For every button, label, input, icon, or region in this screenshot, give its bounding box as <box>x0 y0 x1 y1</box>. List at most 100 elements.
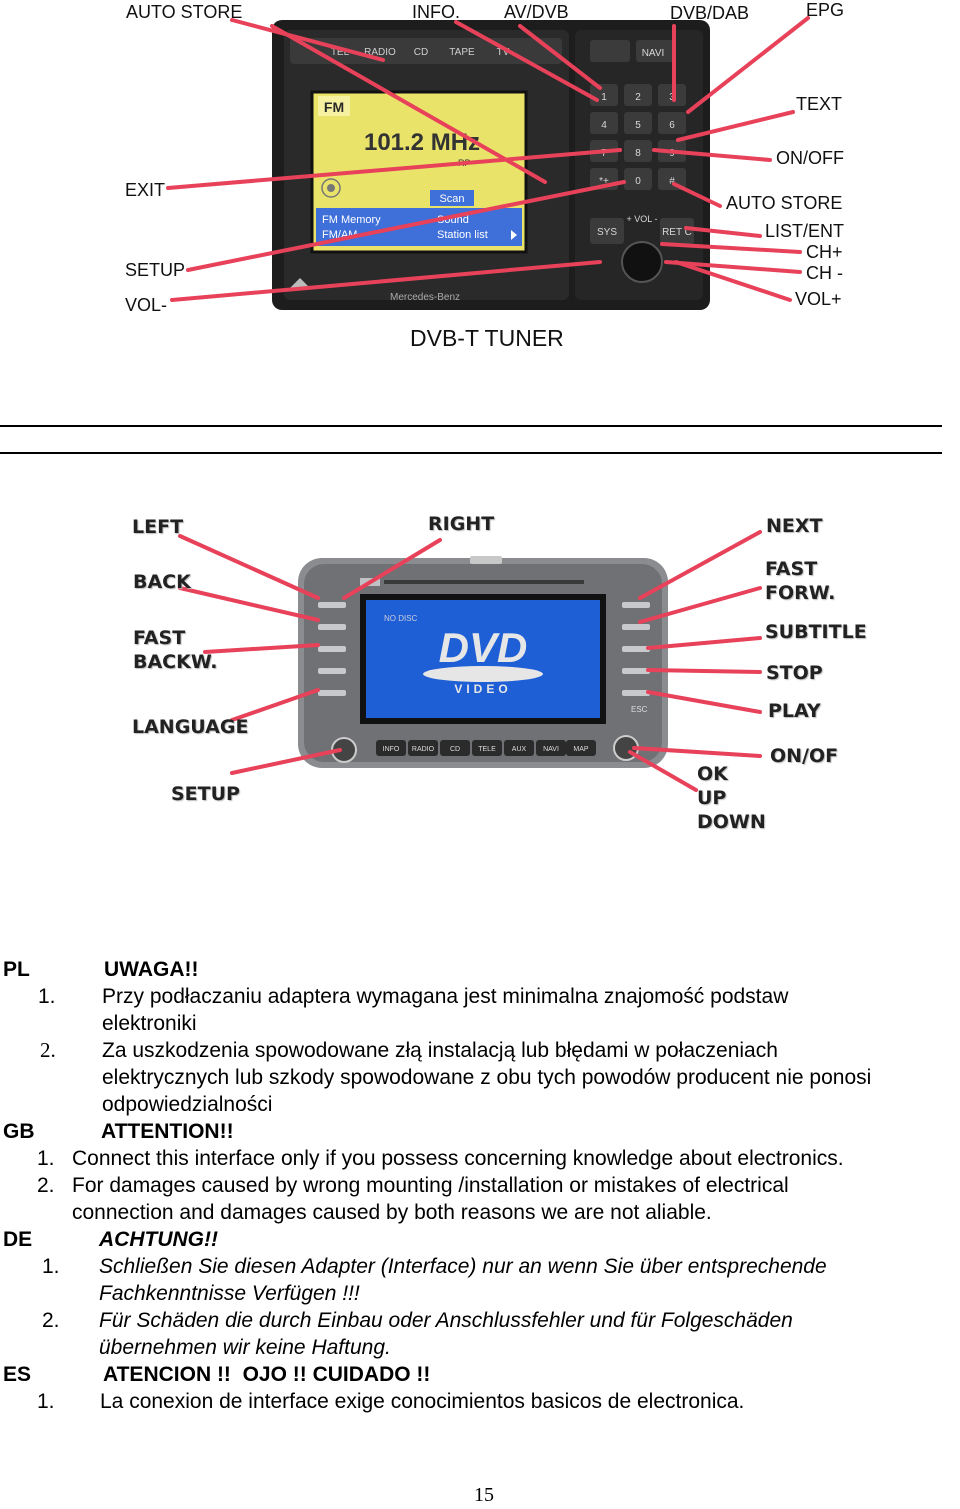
callout-av-dvb: AV/DVB <box>504 2 569 22</box>
side-key-label: SYS <box>597 227 617 238</box>
callout-language: LANGUAGE <box>132 716 249 738</box>
callout-vol-minus: VOL- <box>125 295 168 315</box>
screen-status: NO DISC <box>384 614 418 623</box>
warning-title-es: ATENCION !! OJO !! CUIDADO !! <box>103 1363 431 1386</box>
dvd-logo: DVD <box>439 624 528 671</box>
mercedes-head-unit-image: TEL RADIO CD TAPE TV FM 101.2 MHz RP Sca… <box>166 16 810 310</box>
keypad-key: *+ <box>599 176 609 187</box>
keypad-key: 2 <box>635 92 641 103</box>
callout-on-off: ON/OFF <box>776 148 844 168</box>
list-number: 1. <box>37 1147 55 1170</box>
keypad-key: 1 <box>601 92 607 103</box>
keypad-key: 5 <box>635 120 641 131</box>
callout-next: NEXT <box>766 515 823 537</box>
callout-stop: STOP <box>766 662 823 684</box>
list-number: 1. <box>38 985 56 1008</box>
callout-subtitle: SUBTITLE <box>765 621 867 643</box>
callout-fast-forward: FAST FORW. <box>765 558 836 604</box>
keypad-key: 0 <box>635 176 641 187</box>
warning-title-pl: UWAGA!! <box>104 958 199 981</box>
callout-back: BACK <box>133 571 191 593</box>
warning-title-de: ACHTUNG!! <box>99 1228 218 1251</box>
callout-list-ent: LIST/ENT <box>765 221 845 241</box>
keypad-key: # <box>669 176 675 187</box>
side-key-label: NAVI <box>642 48 665 59</box>
separator-line <box>0 452 942 454</box>
note-line: Für Schäden die durch Einbau oder Anschl… <box>99 1309 793 1332</box>
lang-code-pl: PL <box>3 958 30 981</box>
callout-on-of: ON/OF <box>770 745 839 767</box>
note-line: La conexion de interface exige conocimie… <box>100 1390 745 1413</box>
unit-button-label: TEL <box>331 47 350 58</box>
screen-band: FM <box>324 99 344 115</box>
esc-label: ESC <box>631 705 648 714</box>
screen-scan: Scan <box>439 193 464 205</box>
warning-title-gb: ATTENTION!! <box>101 1120 234 1143</box>
keypad-key: 7 <box>601 148 607 159</box>
note-line: Przy podłaczaniu adaptera wymagana jest … <box>102 985 789 1008</box>
bottom-button-label: NAVI <box>543 746 559 753</box>
unit-button-label: TAPE <box>449 47 475 58</box>
volume-knob <box>621 241 663 283</box>
callout-ch-plus: CH+ <box>806 242 843 262</box>
callout-text: TEXT <box>796 94 843 114</box>
note-line: Za uszkodzenia spowodowane złą instalacj… <box>102 1039 778 1062</box>
callout-ch-minus: CH - <box>806 263 843 283</box>
screen-menu-item: FM Memory <box>322 214 381 226</box>
note-line: connection and damages caused by both re… <box>72 1201 712 1224</box>
vw-head-unit-image: ESC NO DISC DVD VIDEO INFO RADIO CD TELE… <box>178 530 762 792</box>
note-line: Fachkenntnisse Verfügen !!! <box>99 1282 360 1305</box>
page-number: 15 <box>474 1484 494 1506</box>
keypad-key: 8 <box>635 148 641 159</box>
callout-arrows <box>166 16 810 302</box>
unit-brand: Mercedes-Benz <box>390 292 460 303</box>
lang-code-de: DE <box>3 1228 33 1251</box>
callout-auto-store-right: AUTO STORE <box>726 193 843 213</box>
unit-button-label: TV <box>497 47 510 58</box>
callout-setup: SETUP <box>171 783 240 805</box>
list-number: 2. <box>37 1174 55 1197</box>
keypad-key: 4 <box>601 120 607 131</box>
unit-button-label: CD <box>414 47 428 58</box>
note-line: For damages caused by wrong mounting /in… <box>72 1174 789 1197</box>
figure-dvd-head-unit: ESC NO DISC DVD VIDEO INFO RADIO CD TELE… <box>0 490 960 870</box>
note-line: odpowiedzialności <box>102 1093 273 1116</box>
callout-info: INFO. <box>412 2 460 22</box>
callout-fast-backward: FAST BACKW. <box>133 627 218 673</box>
note-line: übernehmen wir keine Haftung. <box>99 1336 391 1359</box>
bottom-button-label: RADIO <box>412 746 435 753</box>
note-line: elektroniki <box>102 1012 197 1035</box>
callout-epg: EPG <box>806 0 845 20</box>
callout-play: PLAY <box>768 700 821 722</box>
separator-line <box>0 425 942 427</box>
note-line: Connect this interface only if you posse… <box>72 1147 844 1170</box>
callout-exit: EXIT <box>125 180 166 200</box>
callout-left: LEFT <box>132 516 184 538</box>
note-line: elektrycznych lub szkody spowodowane z o… <box>102 1066 872 1089</box>
figure-dvbt-tuner: TEL RADIO CD TAPE TV FM 101.2 MHz RP Sca… <box>0 0 960 360</box>
callout-vol-plus: VOL+ <box>795 289 842 309</box>
figure-caption: DVB-T TUNER <box>410 325 564 351</box>
screen-menu-item: Station list <box>437 229 488 241</box>
note-line: Schließen Sie diesen Adapter (Interface)… <box>99 1255 827 1278</box>
callout-arrows <box>178 530 762 792</box>
bottom-button-label: AUX <box>512 746 527 753</box>
list-number: 2. <box>40 1038 56 1062</box>
callout-setup: SETUP <box>125 260 186 280</box>
bottom-button-label: INFO <box>383 746 400 753</box>
lang-code-es: ES <box>3 1363 32 1386</box>
bottom-button-label: TELE <box>478 746 496 753</box>
list-number: 1. <box>42 1255 60 1278</box>
list-number: 2. <box>42 1309 60 1332</box>
callout-right: RIGHT <box>428 513 495 535</box>
callout-ok-up-down: OK UP DOWN <box>697 763 766 833</box>
lang-code-gb: GB <box>3 1120 35 1143</box>
bottom-button-label: MAP <box>573 746 589 753</box>
list-number: 1. <box>37 1390 55 1413</box>
callout-auto-store-top: AUTO STORE <box>126 2 243 22</box>
side-key-label: + VOL - <box>627 214 658 224</box>
dvd-logo-sub: VIDEO <box>454 682 511 696</box>
unit-button-label: RADIO <box>364 47 396 58</box>
bottom-button-label: CD <box>450 746 460 753</box>
callout-dvb-dab: DVB/DAB <box>670 3 750 23</box>
